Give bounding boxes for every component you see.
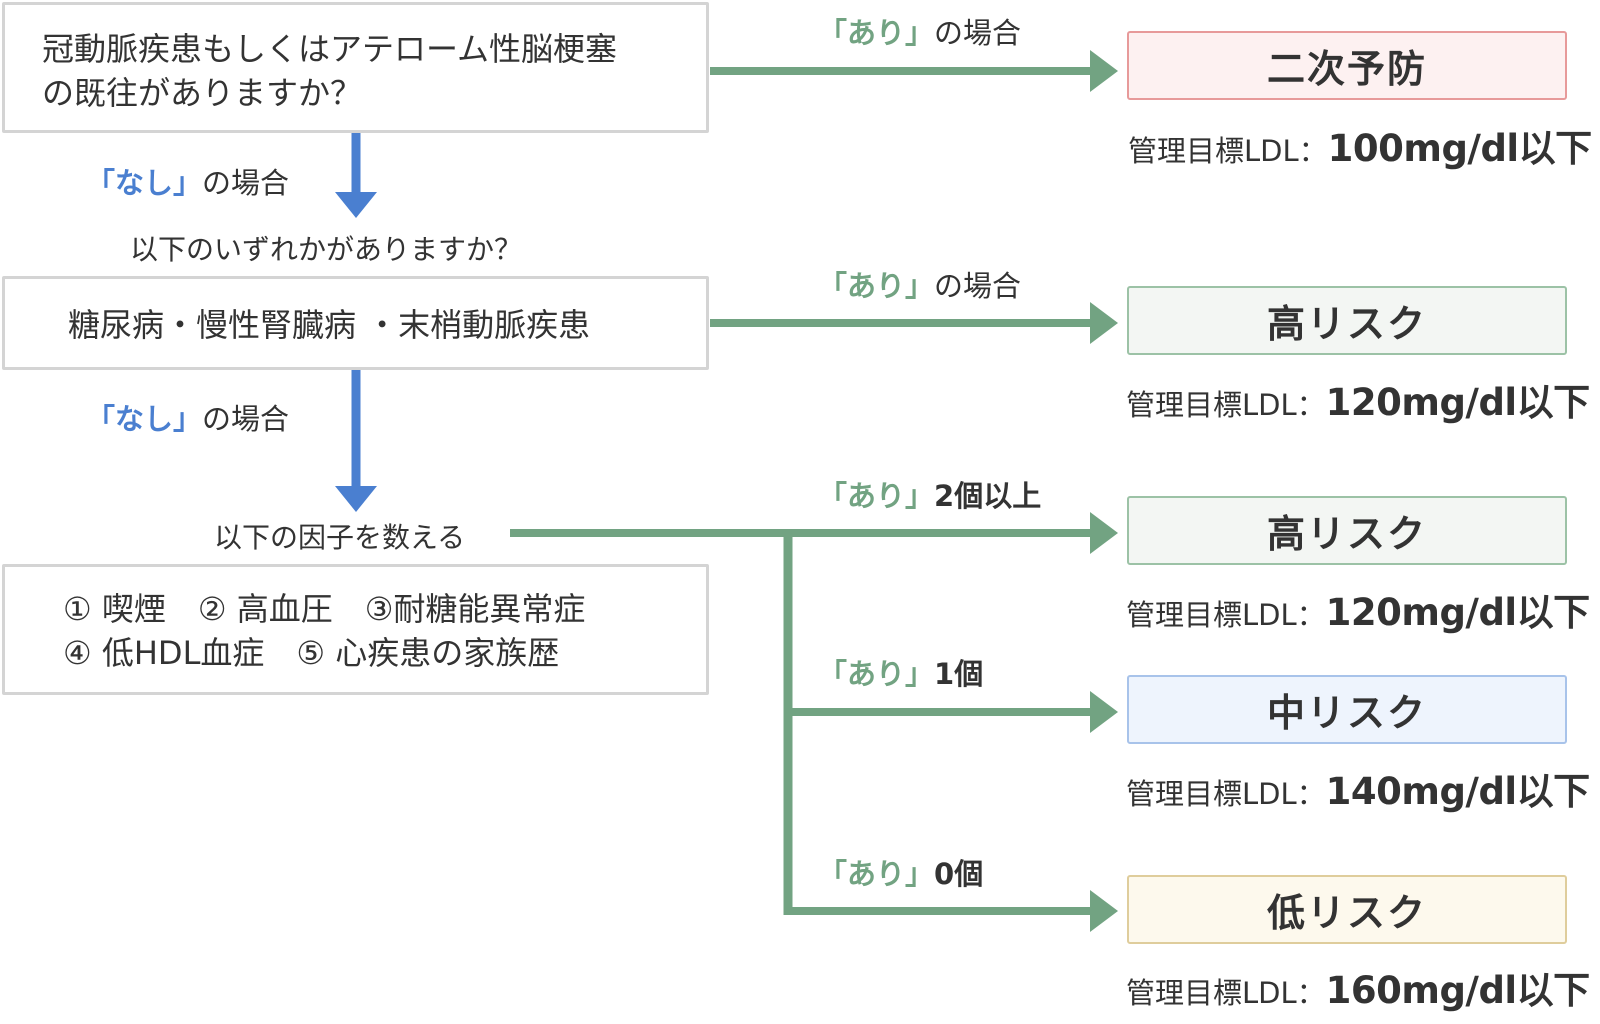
result-5-label: 低リスク — [1266, 891, 1427, 935]
condition-none-1-keyword: 「なし」 — [86, 166, 203, 200]
factors-box: ① 喫煙 ② 高血圧 ③耐糖能異常症 ④ 低HDL血症 ⑤ 心疾患の家族歴 — [2, 564, 709, 695]
target-1-prefix: 管理目標LDL： — [1128, 134, 1328, 168]
branch-4-keyword: 「あり」 — [818, 657, 935, 691]
condition-none-2-keyword: 「なし」 — [86, 402, 203, 436]
branch-5-suffix: 0個 — [934, 857, 984, 891]
target-5-value: 160mg/dl以下 — [1325, 969, 1590, 1012]
question1-line2: の既往がありますか？ — [42, 74, 363, 112]
branch-arrowhead-4 — [1090, 691, 1118, 733]
target-3-value: 120mg/dl以下 — [1325, 591, 1590, 634]
target-4: 管理目標LDL：140mg/dl以下 — [1126, 761, 1590, 815]
result-box-4: 中リスク — [1127, 675, 1567, 744]
question1-line1: 冠動脈疾患もしくはアテローム性脳梗塞 — [42, 30, 618, 68]
question2-box: 糖尿病・慢性腎臓病 ・末梢動脈疾患 — [2, 276, 709, 370]
branch-3-keyword: 「あり」 — [818, 479, 935, 513]
result-4-label: 中リスク — [1266, 691, 1427, 735]
target-4-prefix: 管理目標LDL： — [1126, 777, 1326, 811]
factors-lead: 以下の因子を数える — [214, 521, 466, 554]
target-2-value: 120mg/dl以下 — [1325, 381, 1590, 424]
down-arrowhead-1 — [335, 192, 377, 218]
branch-4-suffix: 1個 — [934, 657, 984, 691]
question2-lead: 以下のいずれかがありますか？ — [130, 233, 523, 266]
result-box-1: 二次予防 — [1127, 31, 1567, 100]
condition-none-2-suffix: の場合 — [202, 402, 290, 436]
branch-1-keyword: 「あり」 — [818, 16, 935, 50]
branch-2-condition: 「あり」の場合 — [818, 263, 1021, 305]
question2-text: 糖尿病・慢性腎臓病 ・末梢動脈疾患 — [68, 306, 591, 344]
target-2: 管理目標LDL：120mg/dl以下 — [1126, 372, 1590, 426]
target-3: 管理目標LDL：120mg/dl以下 — [1126, 582, 1590, 636]
branch-3-suffix: 2個以上 — [934, 479, 1042, 513]
target-4-value: 140mg/dl以下 — [1325, 770, 1590, 813]
branch-arrowhead-1 — [1090, 50, 1118, 92]
down-arrowhead-2 — [335, 486, 377, 512]
condition-none-1-suffix: の場合 — [202, 166, 290, 200]
branch-4-condition: 「あり」1個 — [818, 651, 983, 693]
result-box-5: 低リスク — [1127, 875, 1567, 944]
question1-box: 冠動脈疾患もしくはアテローム性脳梗塞 の既往がありますか？ — [2, 2, 709, 133]
branch-1-condition: 「あり」の場合 — [818, 10, 1021, 52]
branch-2-suffix: の場合 — [934, 269, 1022, 303]
target-1-value: 100mg/dl以下 — [1327, 127, 1592, 170]
branch-arrowhead-3 — [1090, 512, 1118, 554]
target-1: 管理目標LDL：100mg/dl以下 — [1128, 118, 1592, 172]
target-3-prefix: 管理目標LDL： — [1126, 598, 1326, 632]
branch-arrowhead-5 — [1090, 890, 1118, 932]
result-3-label: 高リスク — [1266, 512, 1427, 556]
result-box-3: 高リスク — [1127, 496, 1567, 565]
branch-arrowhead-2 — [1090, 302, 1118, 344]
target-5-prefix: 管理目標LDL： — [1126, 976, 1326, 1010]
branch-1-suffix: の場合 — [934, 16, 1022, 50]
branch-5-condition: 「あり」0個 — [818, 851, 983, 893]
branch-5-keyword: 「あり」 — [818, 857, 935, 891]
result-2-label: 高リスク — [1266, 302, 1427, 346]
factors-row2: ④ 低HDL血症 ⑤ 心疾患の家族歴 — [63, 634, 560, 672]
target-2-prefix: 管理目標LDL： — [1126, 388, 1326, 422]
result-box-2: 高リスク — [1127, 286, 1567, 355]
branch-2-keyword: 「あり」 — [818, 269, 935, 303]
condition-none-1: 「なし」の場合 — [86, 160, 289, 202]
result-1-label: 二次予防 — [1266, 47, 1427, 91]
condition-none-2: 「なし」の場合 — [86, 396, 289, 438]
target-5: 管理目標LDL：160mg/dl以下 — [1126, 960, 1590, 1014]
branch-3-condition: 「あり」2個以上 — [818, 473, 1041, 515]
factors-row1: ① 喫煙 ② 高血圧 ③耐糖能異常症 — [63, 590, 586, 628]
